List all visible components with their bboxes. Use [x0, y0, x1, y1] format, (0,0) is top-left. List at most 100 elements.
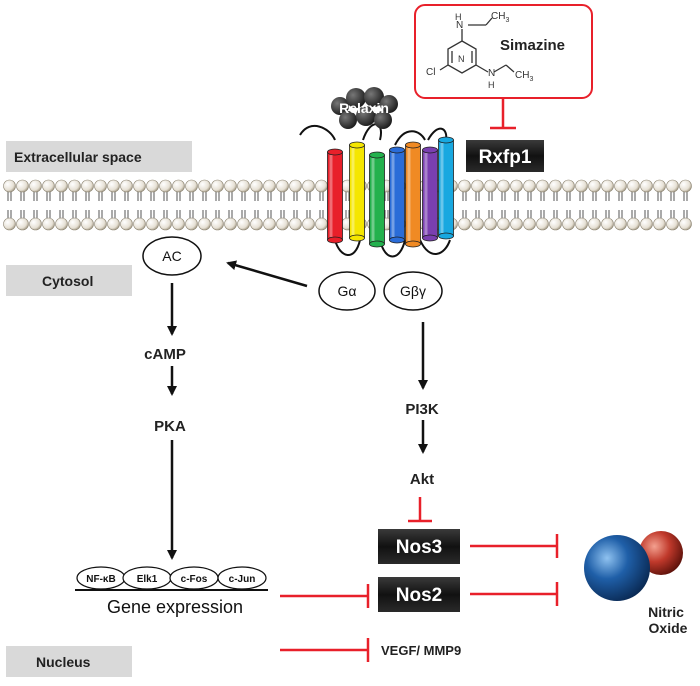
lipid-head [315, 217, 328, 231]
simazine-h-top: H [455, 12, 462, 22]
cell-membrane [3, 179, 692, 231]
tf-node: NF-κB [76, 566, 126, 590]
region-extracellular: Extracellular space [6, 141, 192, 172]
lipid-head [510, 179, 523, 193]
lipid-head [523, 217, 536, 231]
region-nucleus: Nucleus [6, 646, 132, 677]
tf-node: Elk1 [122, 566, 172, 590]
lipid-head [575, 179, 588, 193]
lipid-head [120, 217, 133, 231]
lipid-head [42, 179, 55, 193]
lipid-head [263, 179, 276, 193]
lipid-head [237, 217, 250, 231]
lipid-head [55, 179, 68, 193]
lipid-head [536, 179, 549, 193]
tf-label: NF-κB [86, 574, 115, 585]
lipid-head [575, 217, 588, 231]
g-betagamma-label: Gβγ [400, 283, 426, 299]
lipid-head [211, 217, 224, 231]
lipid-head [250, 217, 263, 231]
simazine-ch3-bottom: CH3 [515, 70, 533, 83]
ac-label: AC [162, 248, 181, 264]
lipid-head [146, 217, 159, 231]
lipid-head [185, 217, 198, 231]
nos3-label: Nos3 [396, 537, 442, 558]
tf-node: c-Jun [217, 566, 267, 590]
lipid-head [497, 217, 510, 231]
inhibition-lines [280, 534, 559, 662]
pi3k-label: PI3K [405, 401, 439, 418]
lipid-head [510, 217, 523, 231]
tf-label: c-Fos [181, 574, 208, 585]
lipid-head [289, 179, 302, 193]
simazine-ring-n: N [458, 54, 465, 64]
region-extracellular-label: Extracellular space [14, 149, 142, 165]
tf-node: c-Fos [169, 566, 219, 590]
lipid-head [614, 179, 627, 193]
g-alpha-label: Gα [338, 283, 357, 299]
simazine-n-top: N [456, 20, 463, 31]
nos2-label: Nos2 [396, 585, 442, 606]
ac-node: AC [142, 236, 202, 276]
lipid-head [172, 179, 185, 193]
g-betagamma-node: Gβγ [383, 271, 443, 311]
akt-label: Akt [410, 471, 434, 488]
lipid-head [523, 179, 536, 193]
lipid-head [55, 217, 68, 231]
lipid-head [185, 179, 198, 193]
lipid-head [458, 217, 471, 231]
lipid-head [302, 179, 315, 193]
lipid-head [679, 179, 692, 193]
lipid-head [588, 179, 601, 193]
region-cytosol-label: Cytosol [42, 273, 93, 289]
simazine-structure [439, 17, 515, 74]
lipid-head [471, 179, 484, 193]
camp-label: cAMP [144, 346, 186, 363]
simazine-cl: Cl [426, 67, 435, 78]
relaxin-label: Relaxin [339, 100, 389, 116]
lipid-head [120, 179, 133, 193]
transcription-factors: NF-κB Elk1 c-Fos c-Jun [76, 566, 267, 590]
receptor-helix [405, 141, 421, 248]
lipid-head [276, 179, 289, 193]
rxfp1-box: Rxfp1 [466, 140, 544, 172]
lipid-head [16, 179, 29, 193]
rxfp1-receptor [299, 123, 454, 258]
lipid-head [159, 217, 172, 231]
inhibit-nos3-to-no [470, 534, 559, 558]
g-alpha-node: Gα [318, 271, 376, 311]
lipid-head [497, 179, 510, 193]
lipid-head [3, 217, 16, 231]
lipid-head [81, 217, 94, 231]
lipid-head [107, 179, 120, 193]
lipid-head [224, 179, 237, 193]
receptor-helix [349, 141, 365, 242]
lipid-head [211, 179, 224, 193]
lipid-head [263, 217, 276, 231]
lipid-head [224, 217, 237, 231]
lipid-head [198, 217, 211, 231]
simazine-label: Simazine [500, 37, 565, 54]
nos2-box: Nos2 [378, 577, 460, 612]
akt-inhibition-line [408, 497, 432, 523]
lipid-head [484, 217, 497, 231]
lipid-head [16, 217, 29, 231]
arrow-galpha-to-ac [226, 260, 308, 288]
lipid-head [653, 179, 666, 193]
simazine-inhibition-line [490, 98, 516, 130]
nitric-label: Nitric [648, 604, 684, 620]
lipid-head [237, 179, 250, 193]
receptor-helix [422, 146, 438, 242]
region-nucleus-label: Nucleus [36, 654, 91, 670]
lipid-head [549, 179, 562, 193]
relaxin-ligand: Relaxin [331, 87, 398, 129]
receptor-helix [389, 146, 405, 244]
lipid-head [562, 179, 575, 193]
lipid-head [198, 179, 211, 193]
lipid-head [302, 217, 315, 231]
lipid-head [289, 217, 302, 231]
lipid-head [133, 217, 146, 231]
simazine-h-bottom: H [488, 80, 495, 90]
nitrogen-atom [584, 535, 650, 601]
lipid-head [640, 179, 653, 193]
